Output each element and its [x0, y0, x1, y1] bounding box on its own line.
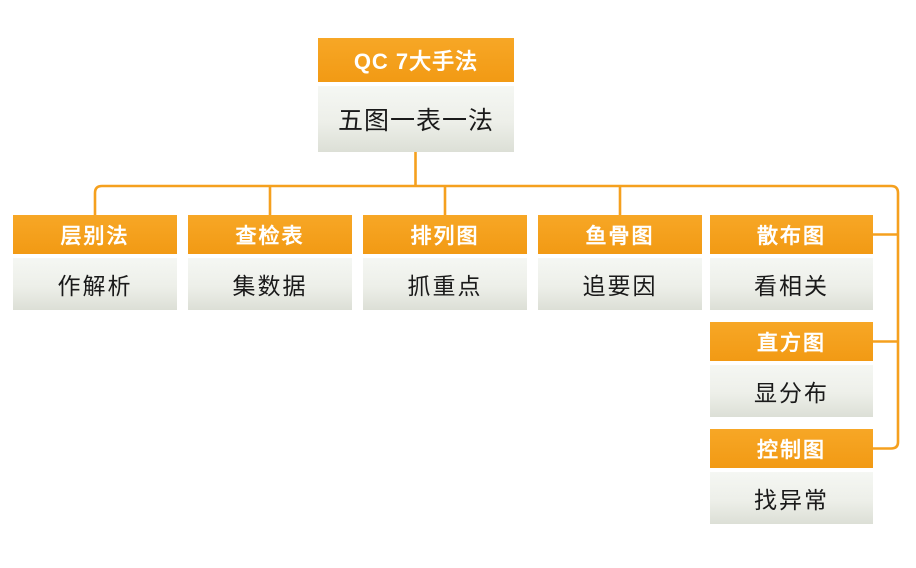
- root-subtitle: 五图一表一法: [318, 86, 514, 152]
- node-control-chart-label: 控制图: [710, 429, 873, 468]
- node-histogram-desc: 显分布: [710, 365, 873, 417]
- node-stratification-desc: 作解析: [13, 258, 177, 310]
- node-pareto-chart-desc: 抓重点: [363, 258, 527, 310]
- node-root: QC 7大手法 五图一表一法: [318, 38, 514, 152]
- node-stratification-label: 层别法: [13, 215, 177, 254]
- node-pareto-chart-label: 排列图: [363, 215, 527, 254]
- node-fishbone-diagram-desc: 追要因: [538, 258, 702, 310]
- node-scatter-diagram-label: 散布图: [710, 215, 873, 254]
- root-title: QC 7大手法: [318, 38, 514, 82]
- node-histogram: 直方图 显分布: [710, 322, 873, 417]
- node-fishbone-diagram-label: 鱼骨图: [538, 215, 702, 254]
- node-scatter-diagram: 散布图 看相关: [710, 215, 873, 310]
- node-check-sheet: 查检表 集数据: [188, 215, 352, 310]
- node-control-chart-desc: 找异常: [710, 472, 873, 524]
- node-check-sheet-label: 查检表: [188, 215, 352, 254]
- node-histogram-label: 直方图: [710, 322, 873, 361]
- node-stratification: 层别法 作解析: [13, 215, 177, 310]
- node-pareto-chart: 排列图 抓重点: [363, 215, 527, 310]
- node-check-sheet-desc: 集数据: [188, 258, 352, 310]
- node-fishbone-diagram: 鱼骨图 追要因: [538, 215, 702, 310]
- node-scatter-diagram-desc: 看相关: [710, 258, 873, 310]
- node-control-chart: 控制图 找异常: [710, 429, 873, 524]
